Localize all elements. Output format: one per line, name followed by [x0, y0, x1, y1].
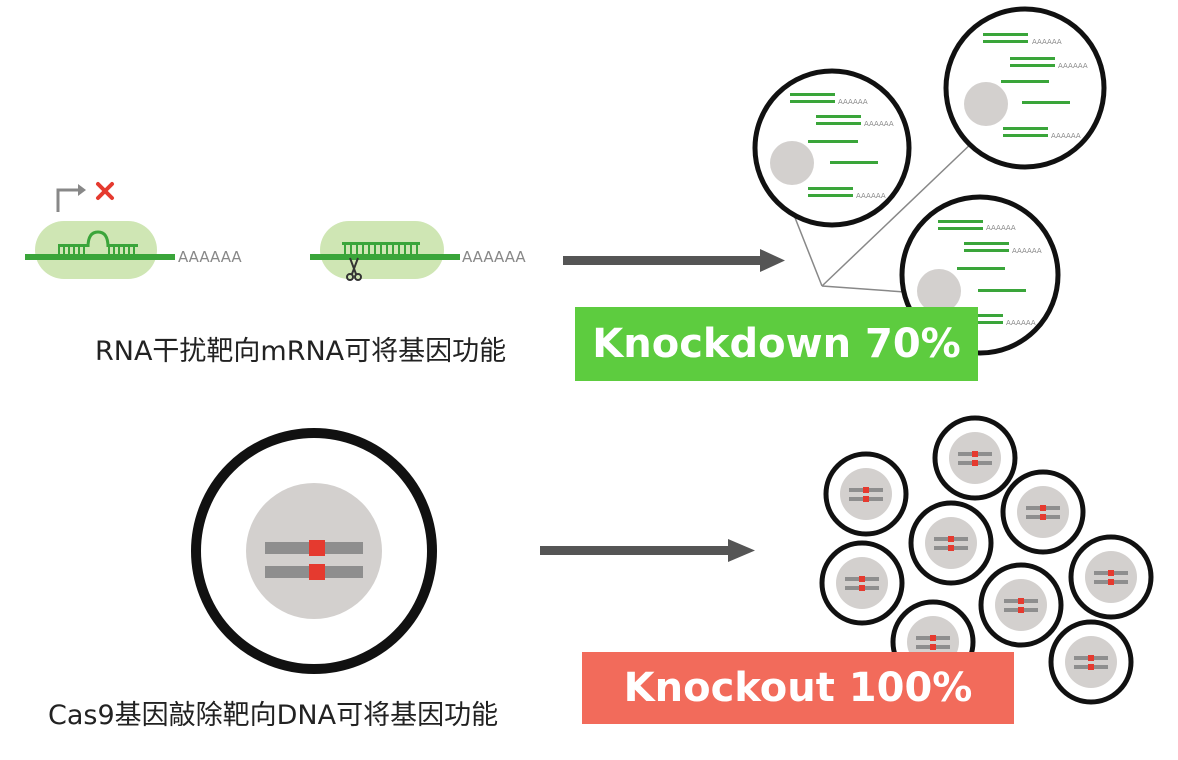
rnai-cleaved-mrna: AAAAAA [310, 221, 526, 281]
knockout-cell [908, 500, 994, 586]
nucleus [1017, 486, 1069, 538]
polya-tail-label: AAAAAA [178, 248, 242, 266]
nucleus [836, 557, 888, 609]
cut-site [1040, 514, 1046, 520]
cut-site [859, 585, 865, 591]
knockout-cell [1048, 619, 1134, 705]
knockdown-cell-1: AAAAAA AAAAAA AAAAAA [752, 68, 912, 228]
cut-site [930, 644, 936, 650]
cut-site [1088, 655, 1094, 661]
knockout-cell [823, 451, 909, 537]
knockout-cell [978, 562, 1064, 648]
top-arrow [563, 249, 785, 272]
bottom-arrow [540, 539, 755, 562]
nucleus [770, 141, 814, 185]
cut-site [1088, 664, 1094, 670]
nucleus [1085, 551, 1137, 603]
nucleus [925, 517, 977, 569]
mrna-strand [25, 254, 175, 260]
cut-site [1018, 598, 1024, 604]
polya-small: AAAAAA [1012, 247, 1042, 255]
mrna-strand-2 [310, 254, 460, 260]
cut-site [863, 496, 869, 502]
nucleus [995, 579, 1047, 631]
knockdown-cell-2: AAAAAA AAAAAA AAAAAA [943, 6, 1107, 170]
cut-site [859, 576, 865, 582]
cut-site [972, 451, 978, 457]
transcription-arrowhead [78, 184, 86, 196]
nucleus [840, 468, 892, 520]
transcription-start-arrow [56, 188, 82, 212]
polya-small: AAAAAA [864, 120, 894, 128]
cut-site [1040, 505, 1046, 511]
cut-site-lower [309, 564, 325, 580]
cut-site [863, 487, 869, 493]
polya-tail-label-2: AAAAAA [462, 248, 526, 266]
polya-small: AAAAAA [986, 224, 1016, 232]
cut-site [972, 460, 978, 466]
nucleus [1065, 636, 1117, 688]
cut-site [1018, 607, 1024, 613]
knockout-cell [819, 540, 905, 626]
knockout-cell [932, 415, 1018, 501]
cut-site [1108, 570, 1114, 576]
polya-small: AAAAAA [1058, 62, 1088, 70]
cut-site [930, 635, 936, 641]
polya-small: AAAAAA [1006, 319, 1036, 327]
polya-small: AAAAAA [838, 98, 868, 106]
cut-site [948, 536, 954, 542]
cut-site [948, 545, 954, 551]
ribosome-blob [35, 221, 157, 279]
cas9-caption: Cas9基因敲除靶向DNA可将基因功能 [48, 700, 499, 731]
polya-small: AAAAAA [856, 192, 886, 200]
sirna-ladder [58, 244, 138, 254]
sirna-duplex [342, 242, 420, 254]
polya-small: AAAAAA [1032, 38, 1062, 46]
rnai-blocked-mrna: AAAAAA [25, 182, 242, 279]
nucleus [949, 432, 1001, 484]
polya-small: AAAAAA [1051, 132, 1081, 140]
cas9-cell-large [191, 428, 437, 674]
blocked-x-icon [96, 182, 114, 200]
cut-site-upper [309, 540, 325, 556]
rnai-caption: RNA干扰靶向mRNA可将基因功能 [95, 336, 507, 367]
knockout-cell [1000, 469, 1086, 555]
knockout-cell [1068, 534, 1154, 620]
knockout-cell-cluster [819, 415, 1154, 705]
hairpin-loop [86, 230, 110, 248]
knockout-badge: Knockout 100% [582, 652, 1014, 724]
nucleus [917, 269, 961, 313]
nucleus [964, 82, 1008, 126]
scissors-icon [346, 257, 362, 281]
knockdown-badge: Knockdown 70% [575, 307, 978, 381]
cut-site [1108, 579, 1114, 585]
